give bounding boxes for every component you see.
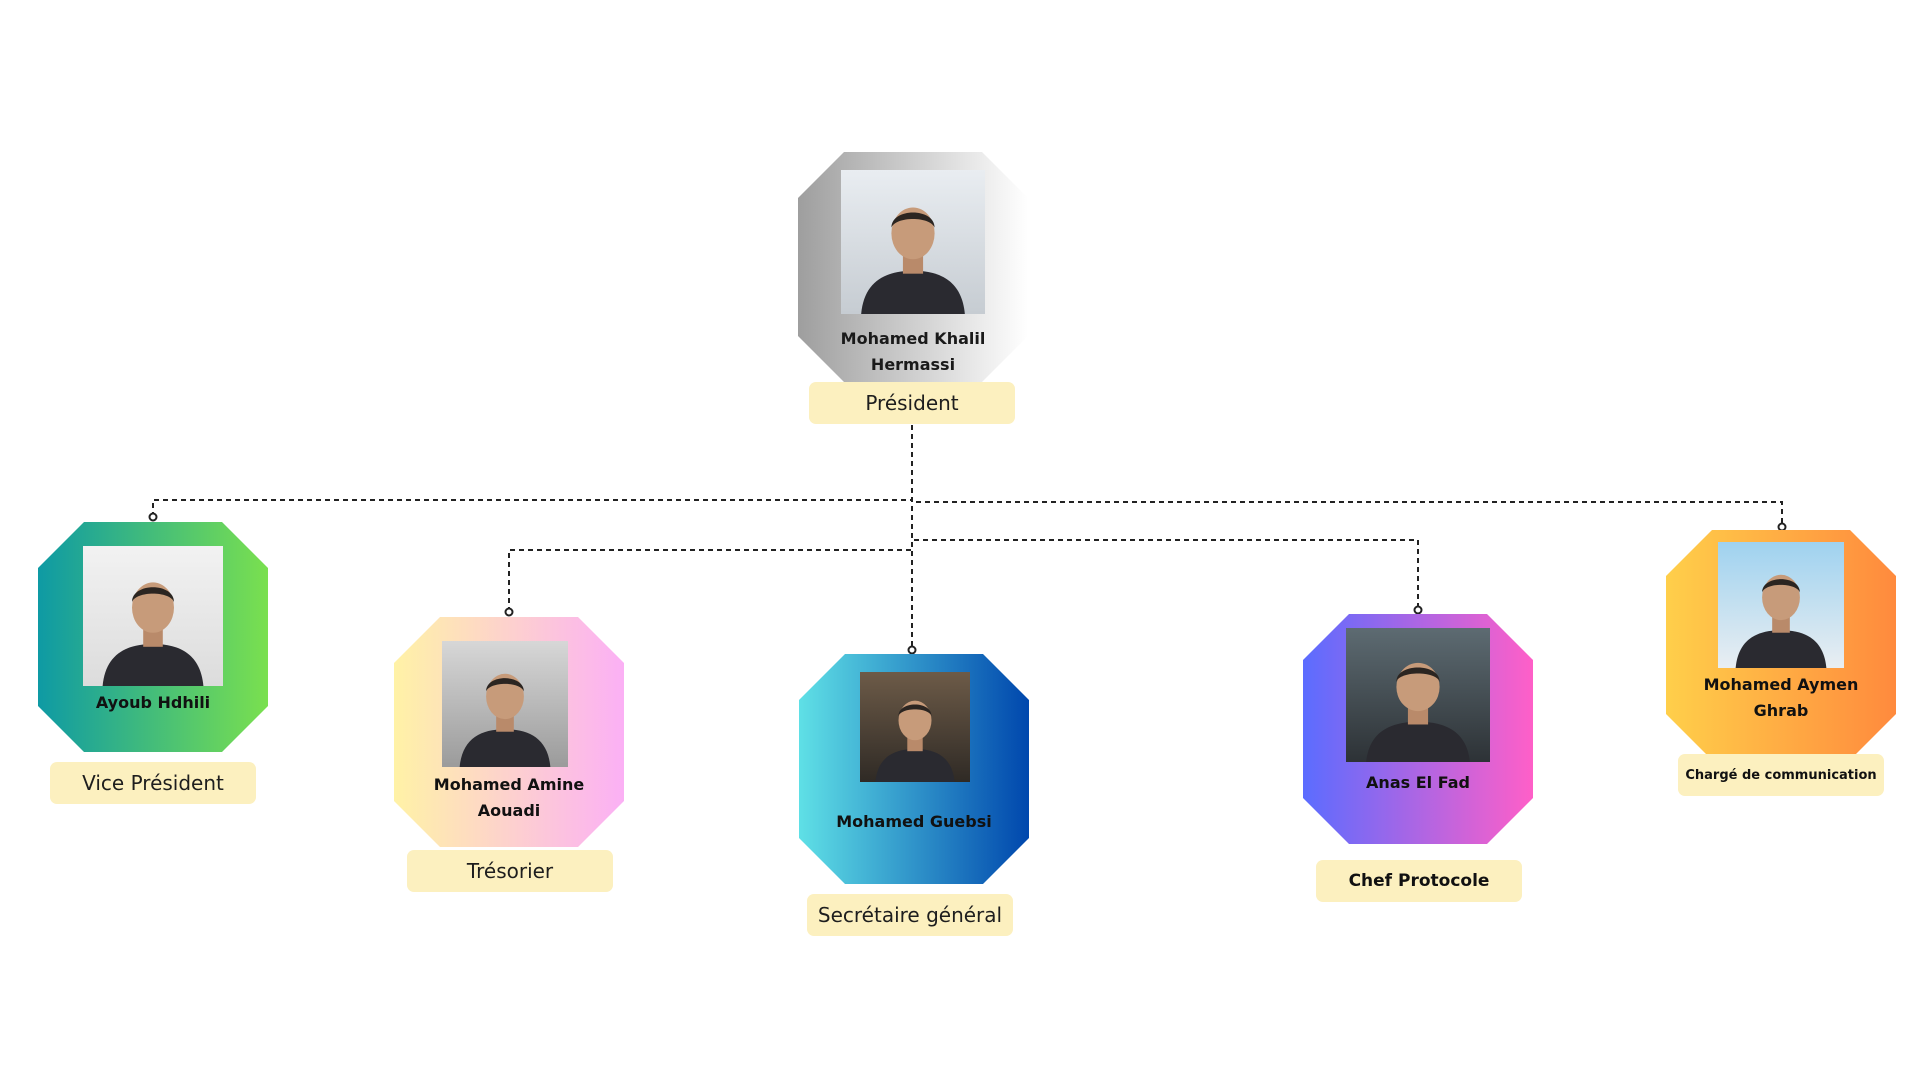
secretaire-role: Secrétaire général [807, 894, 1013, 936]
person-photo-icon [1346, 628, 1490, 762]
president-name: Mohamed Khalil Hermassi [840, 329, 986, 374]
person-photo-icon [1718, 542, 1844, 668]
connector-communication [911, 425, 1783, 527]
connector-dot-tresorier [504, 607, 514, 617]
person-photo-icon [860, 672, 970, 782]
connector-dot-communication [1777, 522, 1787, 532]
connector-chef-protocole [911, 425, 1419, 610]
tresorier-photo [442, 641, 568, 767]
tresorier-name: Mohamed Amine Aouadi [433, 775, 585, 820]
connector-dot-secretaire [907, 645, 917, 655]
communication-photo [1718, 542, 1844, 668]
president-photo [841, 170, 985, 314]
vice-president-photo [83, 546, 223, 686]
connector-tresorier [508, 425, 913, 612]
vice-president-role: Vice Président [50, 762, 256, 804]
secretaire-name: Mohamed Guebsi [836, 812, 992, 831]
chef-protocole-photo [1346, 628, 1490, 762]
chef-protocole-name: Anas El Fad [1366, 773, 1470, 792]
person-photo-icon [83, 546, 223, 686]
person-photo-icon [442, 641, 568, 767]
connector-vice-president [152, 425, 913, 517]
chef-protocole-role: Chef Protocole [1316, 860, 1522, 902]
tresorier-role: Trésorier [407, 850, 613, 892]
communication-role: Chargé de communication [1678, 754, 1884, 796]
secretaire-photo [860, 672, 970, 782]
communication-name: Mohamed Aymen Ghrab [1703, 675, 1859, 720]
president-role: Président [809, 382, 1015, 424]
vice-president-name: Ayoub Hdhili [95, 693, 211, 712]
connector-dot-chef-protocole [1413, 605, 1423, 615]
person-photo-icon [841, 170, 985, 314]
connector-dot-vice-president [148, 512, 158, 522]
